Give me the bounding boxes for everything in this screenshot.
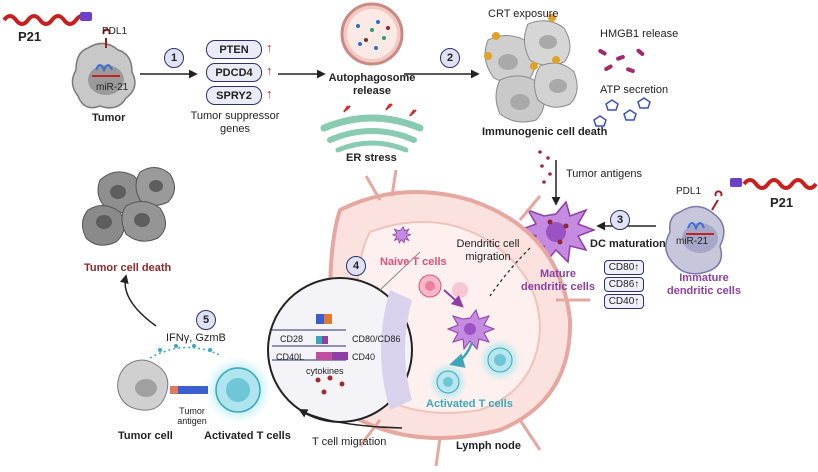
small-migrating-dc bbox=[391, 225, 412, 244]
arrow-naive-to-dc bbox=[443, 289, 464, 308]
arrow-t-migration bbox=[298, 409, 403, 429]
ifn-gzmb-label: IFNγ, GzmB bbox=[166, 332, 226, 344]
immature-dc-label: Immature dendritic cells bbox=[667, 272, 741, 297]
p21-peptide-left bbox=[2, 12, 92, 26]
icd-cell-cluster bbox=[484, 14, 578, 123]
arrow-up-icon: ↑ bbox=[634, 262, 640, 273]
tumor-cell-bottom bbox=[117, 359, 169, 411]
autophagosome-label: Autophagosome release bbox=[328, 72, 416, 97]
p21-label-right: P21 bbox=[770, 195, 794, 210]
step-2-badge: 2 bbox=[440, 48, 460, 68]
dendritic-cell-in-node bbox=[446, 308, 496, 351]
zoom-line-top bbox=[379, 251, 421, 291]
tumor-suppressor-label: Tumor suppressor genes bbox=[190, 110, 280, 135]
lymph-node-label: Lymph node bbox=[456, 440, 521, 452]
atp-molecules bbox=[593, 97, 651, 127]
arrow-dc-migration bbox=[489, 247, 531, 297]
naive-t-cells bbox=[418, 274, 468, 298]
arrow-to-tumor-death bbox=[119, 274, 157, 327]
pdl1-label-right: PDL1 bbox=[676, 186, 702, 197]
granules bbox=[158, 344, 212, 352]
arrow-activation bbox=[449, 341, 474, 368]
marker-cd86: CD86↑ bbox=[604, 277, 644, 292]
arrow-up-icon: ↑ bbox=[266, 86, 273, 101]
p21-peptide-right bbox=[730, 178, 818, 190]
tumor-label: Tumor bbox=[92, 112, 126, 124]
cd40-label: CD40 bbox=[352, 352, 376, 362]
mir21-label-left: miR-21 bbox=[96, 82, 129, 93]
icd-label: Immunogenic cell death bbox=[482, 126, 608, 138]
hmgb1-molecules bbox=[598, 48, 645, 74]
marker-cd80-text: CD80 bbox=[608, 262, 635, 273]
activated-t-node-label: Activated T cells bbox=[426, 398, 513, 410]
tumor-antigen-label: Tumor antigen bbox=[177, 406, 207, 427]
synapse-zoom bbox=[267, 277, 413, 423]
arrow-up-icon: ↑ bbox=[266, 63, 273, 78]
gene-pdcd4: PDCD4 bbox=[206, 63, 262, 82]
hmgb1-label: HMGB1 release bbox=[600, 28, 679, 40]
activated-t-cell-bottom bbox=[170, 356, 272, 424]
activated-t-cells-node bbox=[428, 338, 522, 402]
er-stress-label: ER stress bbox=[346, 152, 397, 164]
cytokines-label: cytokines bbox=[306, 366, 344, 376]
step-3-badge: 3 bbox=[610, 210, 630, 230]
tumor-antigens-label: Tumor antigens bbox=[566, 168, 643, 180]
crt-label: CRT exposure bbox=[488, 8, 559, 20]
tumor-cell-death-cluster bbox=[82, 167, 175, 246]
tumor-cell-death-label: Tumor cell death bbox=[84, 262, 172, 274]
step-4-badge: 4 bbox=[346, 256, 366, 276]
t-migration-label: T cell migration bbox=[312, 436, 387, 448]
arrow-up-icon: ↑ bbox=[634, 296, 640, 307]
marker-cd40: CD40↑ bbox=[604, 294, 644, 309]
p21-label-left: P21 bbox=[18, 29, 42, 44]
dc-maturation-label: DC maturation bbox=[590, 238, 666, 250]
marker-cd40-text: CD40 bbox=[608, 296, 635, 307]
cd80-86-label: CD80/CD86 bbox=[352, 334, 401, 344]
tumor-cell-top bbox=[71, 28, 136, 109]
er-stress-organelle bbox=[320, 103, 424, 153]
tumor-antigen-dots bbox=[538, 150, 552, 184]
naive-t-label: Naive T cells bbox=[380, 256, 447, 268]
step-1-badge: 1 bbox=[164, 48, 184, 68]
cd40l-label: CD40L bbox=[276, 352, 305, 362]
atp-label: ATP secretion bbox=[600, 84, 669, 96]
tumor-cell-label: Tumor cell bbox=[118, 430, 173, 442]
gene-pten: PTEN bbox=[206, 40, 262, 59]
step-5-badge: 5 bbox=[196, 310, 216, 330]
arrow-up-icon: ↑ bbox=[634, 279, 640, 290]
pdl1-label-left: PDL1 bbox=[102, 26, 128, 37]
autophagosome bbox=[340, 2, 404, 66]
activated-t-left-label: Activated T cells bbox=[204, 430, 291, 442]
mir21-label-right: miR-21 bbox=[676, 236, 709, 247]
arrow-up-icon: ↑ bbox=[266, 40, 273, 55]
cd28-label: CD28 bbox=[280, 334, 304, 344]
dc-migration-label: Dendritic cell migration bbox=[456, 238, 520, 263]
mature-dc-label: Mature dendritic cells bbox=[521, 268, 595, 293]
immature-dendritic-cell bbox=[665, 190, 725, 275]
marker-cd86-text: CD86 bbox=[608, 279, 635, 290]
marker-cd80: CD80↑ bbox=[604, 260, 644, 275]
gene-spry2: SPRY2 bbox=[206, 86, 262, 105]
